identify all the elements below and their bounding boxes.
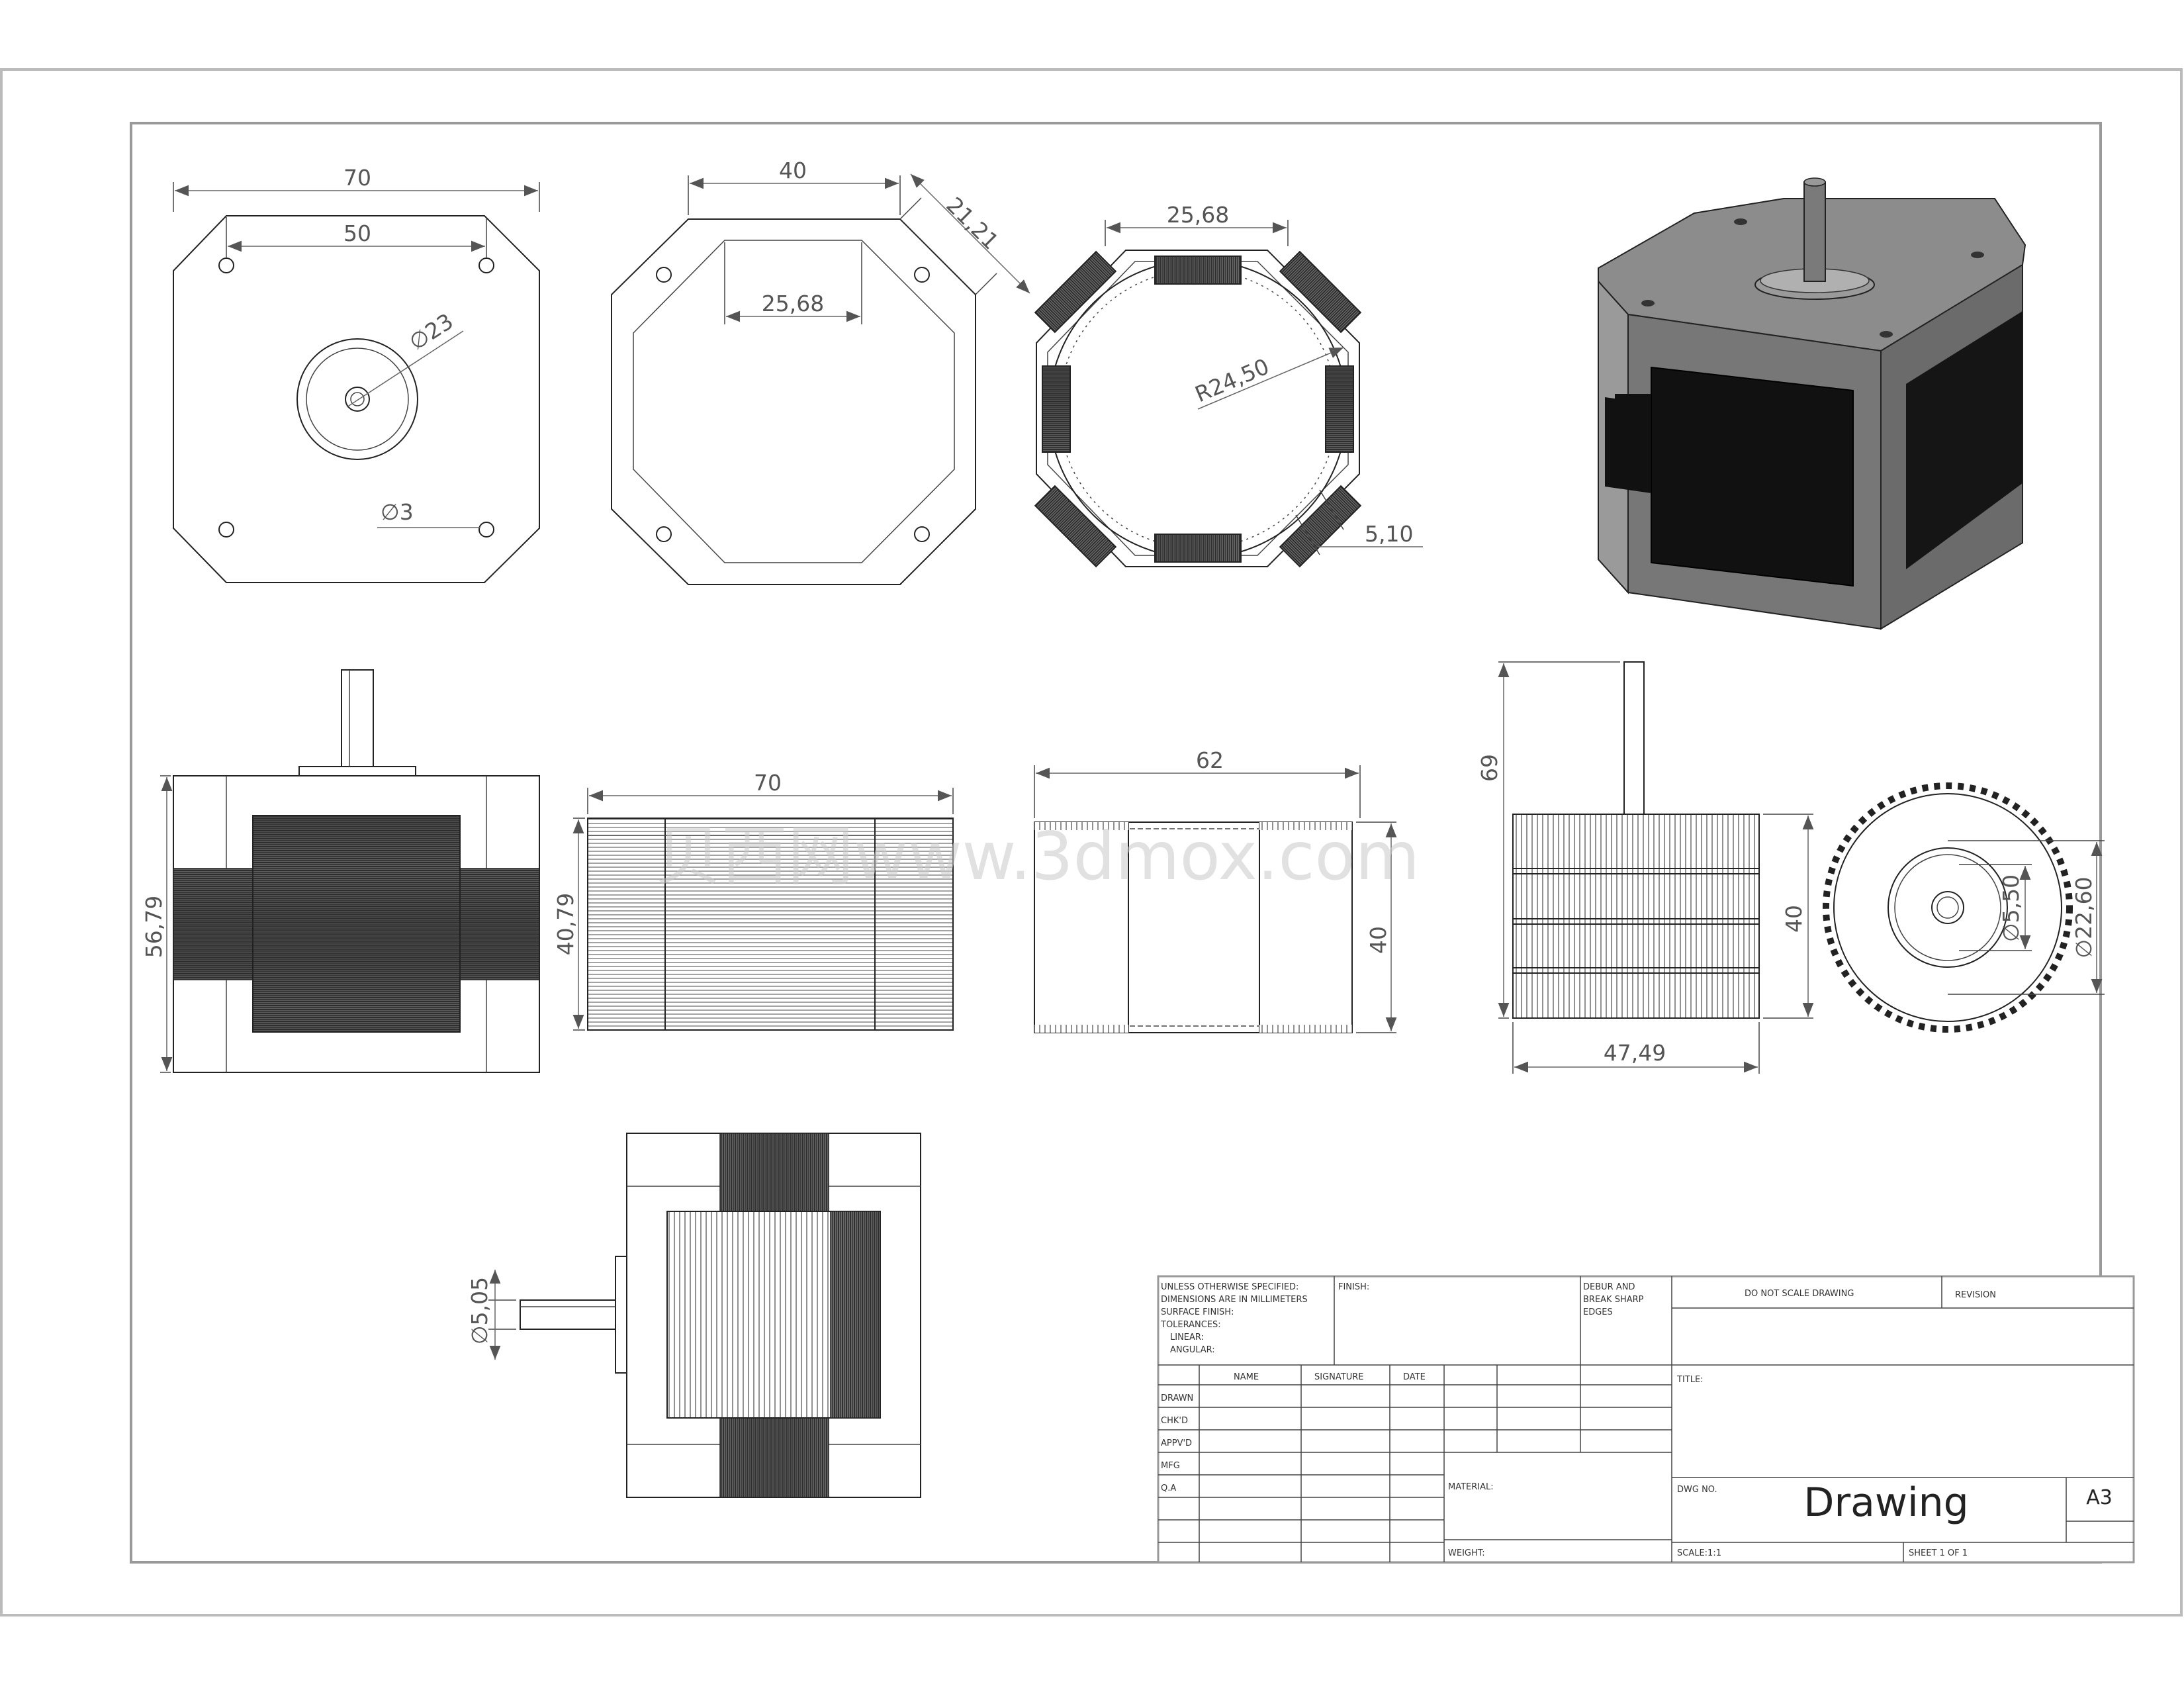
dim-bottom-width: 40 — [779, 158, 807, 183]
dim-inner: 25,68 — [762, 291, 824, 316]
sheet-label: SHEET 1 OF 1 — [1909, 1548, 1968, 1558]
dim-rotor-width: 47,49 — [1604, 1040, 1666, 1066]
dim-stator-length: 62 — [1196, 747, 1224, 773]
stator-side-view: 62 40 — [1034, 747, 1397, 1033]
dim-rotor-height: 40 — [1781, 905, 1807, 933]
dim-chamfer: 21,21 — [941, 192, 1003, 254]
dim-hole-spacing: 50 — [343, 220, 371, 246]
dwg-no-label: DWG NO. — [1677, 1485, 1717, 1495]
top-flange-view: 70 50 ∅23 ∅3 — [173, 165, 540, 583]
material-label: MATERIAL: — [1448, 1482, 1494, 1492]
dim-stator-pole: 5,10 — [1365, 521, 1413, 547]
dim-core-height: 40,79 — [553, 893, 578, 955]
title-block: UNLESS OTHERWISE SPECIFIED: DIMENSIONS A… — [1157, 1275, 2135, 1564]
outer-border — [0, 68, 2183, 1617]
tolerance-line-2: DIMENSIONS ARE IN MILLIMETERS — [1161, 1295, 1308, 1305]
dim-front-height: 56,79 — [141, 896, 167, 958]
dim-stator-radius: R24,50 — [1191, 353, 1273, 408]
weight-label: WEIGHT: — [1448, 1548, 1485, 1558]
rotor-side-view: 69 40 47,49 — [1477, 661, 1814, 1074]
col-signature: SIGNATURE — [1314, 1372, 1363, 1382]
tolerance-line-6: ANGULAR: — [1170, 1345, 1215, 1355]
row-drawn: DRAWN — [1161, 1393, 1193, 1403]
bottom-front-view: ∅5,05 — [467, 1133, 921, 1498]
col-name: NAME — [1234, 1372, 1259, 1382]
rotor-end-view: ∅5,50 ∅22,60 — [1823, 782, 2105, 1033]
tolerance-line-4: TOLERANCES: — [1160, 1320, 1221, 1330]
no-scale-label: DO NOT SCALE DRAWING — [1745, 1289, 1854, 1299]
dim-stator-height: 40 — [1365, 926, 1391, 954]
title-label: TITLE: — [1676, 1375, 1704, 1385]
deburr-line-3: EDGES — [1583, 1307, 1613, 1317]
tolerance-line-5: LINEAR: — [1170, 1333, 1204, 1342]
watermark: 贝西网www.3dmox.com — [655, 818, 1420, 895]
finish-label: FINISH: — [1338, 1282, 1369, 1292]
dim-top-width: 70 — [343, 165, 371, 191]
dim-stator-width: 25,68 — [1167, 202, 1229, 228]
dim-rotor-outer: ∅22,60 — [2071, 876, 2097, 958]
deburr-line-2: BREAK SHARP — [1583, 1295, 1644, 1305]
col-date: DATE — [1403, 1372, 1426, 1382]
dim-shaft-dia: ∅5,05 — [467, 1277, 492, 1344]
stator-end-view: 25,68 R24,50 5,10 — [1034, 202, 1423, 568]
tolerance-line-1: UNLESS OTHERWISE SPECIFIED: — [1161, 1282, 1298, 1292]
row-approved: APPV'D — [1161, 1438, 1192, 1448]
core-side-view: 70 40,79 — [553, 770, 954, 1031]
revision-label: REVISION — [1955, 1290, 1996, 1300]
scale-label: SCALE:1:1 — [1677, 1548, 1721, 1558]
row-checked: CHK'D — [1161, 1416, 1188, 1426]
dim-boss-dia: ∅23 — [404, 308, 458, 355]
tolerance-line-3: SURFACE FINISH: — [1161, 1307, 1234, 1317]
dim-hole-dia: ∅3 — [381, 499, 414, 525]
sheet-size: A3 — [2086, 1486, 2113, 1509]
dim-rotor-bore: ∅5,50 — [1998, 874, 2024, 942]
drawing-name: Drawing — [1803, 1479, 1969, 1526]
deburr-line-1: DEBUR AND — [1583, 1282, 1635, 1292]
dim-core-width: 70 — [754, 770, 782, 796]
isometric-view — [1598, 177, 2026, 630]
dim-rotor-overall: 69 — [1477, 754, 1502, 782]
row-mfg: MFG — [1161, 1461, 1180, 1471]
bottom-flange-view: 40 21,21 25,68 — [611, 158, 1030, 585]
row-qa: Q.A — [1161, 1483, 1176, 1493]
front-elevation-view: 56,79 — [141, 669, 540, 1073]
